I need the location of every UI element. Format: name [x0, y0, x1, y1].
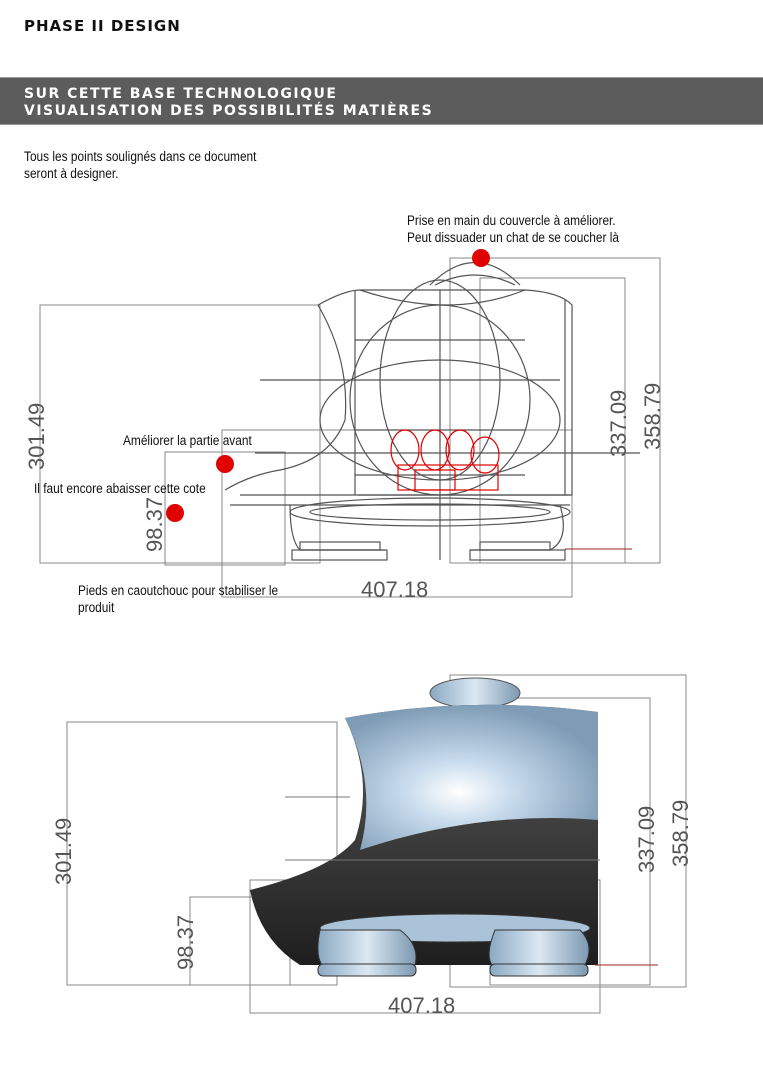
banner-line-2: Visualisation des possibilités matières [24, 103, 434, 119]
annotation-markers [166, 249, 490, 522]
annotation-lid-line-2: Peut dissuader un chat de se coucher là [407, 230, 619, 245]
marker-dot [166, 504, 184, 522]
dim-height-body: 337.09 [606, 390, 631, 457]
marker-dot [472, 249, 490, 267]
intro-text: Tous les points soulignés dans ce docume… [24, 148, 256, 182]
render-dim-width: 407.18 [388, 993, 455, 1018]
marker-dot [216, 455, 234, 473]
dim-height-front: 301.49 [24, 403, 49, 470]
dim-width: 407.18 [361, 577, 428, 602]
annotation-feet: Pieds en caoutchouc pour stabiliser le p… [78, 582, 278, 616]
annotation-lid: Prise en main du couvercle à améliorer. … [407, 212, 619, 246]
render-dim-height-total: 358.79 [668, 800, 693, 867]
dimension-lines [39, 257, 661, 598]
rendered-product [250, 677, 600, 977]
annotation-feet-line-2: produit [78, 600, 115, 615]
product-wireframe [224, 262, 640, 561]
render-dim-height-body: 337.09 [634, 806, 659, 873]
brand-title: Phase II Design [24, 17, 181, 35]
dim-foot-height: 98.37 [142, 497, 167, 552]
banner-line-1: Sur cette base technologique [24, 86, 338, 102]
section-banner: Sur cette base technologique Visualisati… [0, 77, 763, 125]
dim-height-total: 358.79 [640, 383, 665, 450]
annotation-lid-line-1: Prise en main du couvercle à améliorer. [407, 213, 616, 228]
render-dim-foot-height: 98.37 [173, 915, 198, 970]
annotation-front: Améliorer la partie avant [123, 433, 252, 448]
render-dim-height-front: 301.49 [51, 818, 76, 885]
annotation-dimension: Il faut encore abaisser cette cote [34, 481, 206, 496]
annotation-feet-line-1: Pieds en caoutchouc pour stabiliser le [78, 583, 279, 598]
intro-line-1: Tous les points soulignés dans ce docume… [24, 149, 257, 164]
motor-wireframe [390, 429, 500, 491]
intro-line-2: seront à designer. [24, 166, 119, 181]
